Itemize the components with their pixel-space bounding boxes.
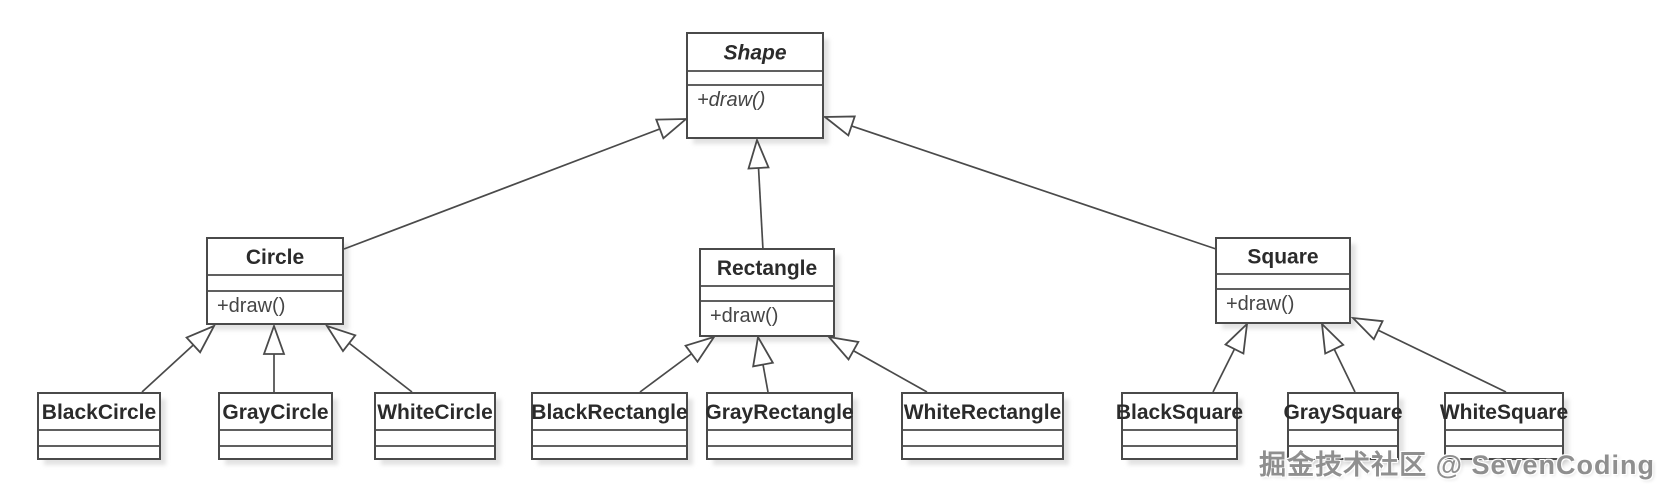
class-box [206,237,344,325]
class-box [374,392,496,460]
class-WhiteRectangle: WhiteRectangle [901,392,1064,460]
class-title: WhiteCircle [377,401,493,424]
class-title: WhiteRectangle [904,401,1062,424]
class-method: +draw() [1226,293,1294,315]
class-WhiteCircle: WhiteCircle [374,392,496,460]
class-title: GrayRectangle [705,401,853,424]
class-BlackRectangle: BlackRectangle [531,392,688,460]
class-title: BlackSquare [1116,401,1243,424]
class-title: WhiteSquare [1440,401,1568,424]
class-method: +draw() [710,305,778,327]
class-Shape: Shape +draw() [686,32,824,139]
class-BlackSquare: BlackSquare [1116,392,1243,460]
edge-Rectangle-to-Shape [747,137,770,251]
class-box [1215,237,1351,324]
class-Rectangle: Rectangle +draw() [699,248,835,337]
class-WhiteSquare: WhiteSquare [1440,392,1568,460]
class-box [1287,392,1399,460]
class-boxes: Shape +draw() Circle +draw() Rectangle +draw(… [37,32,1568,460]
edge-BlackSquare-to-Square [1212,321,1249,393]
class-box [699,248,835,337]
class-box [1444,392,1564,460]
class-BlackCircle: BlackCircle [37,392,161,460]
class-title: BlackCircle [42,401,156,424]
class-box [706,392,853,460]
class-Circle: Circle +draw() [206,237,344,325]
class-Square: Square +draw() [1215,237,1351,324]
edge-BlackCircle-to-Circle [141,324,216,393]
edge-GraySquare-to-Square [1320,321,1356,393]
watermark: 掘金技术社区 @ SevenCoding [1259,450,1655,480]
class-box [37,392,161,460]
class-GrayRectangle: GrayRectangle [705,392,854,460]
class-title: GraySquare [1283,401,1402,424]
class-title: Square [1247,246,1318,269]
inheritance-edges [141,115,1507,393]
class-box [1121,392,1238,460]
edge-WhiteSquare-to-Square [1350,316,1507,393]
class-GraySquare: GraySquare [1283,392,1403,460]
class-title: BlackRectangle [531,401,687,424]
edge-WhiteRectangle-to-Rectangle [826,335,928,393]
edge-Square-to-Shape [822,115,1217,250]
class-title: Rectangle [717,257,817,280]
class-box [531,392,688,460]
class-method: +draw() [217,295,285,317]
class-method: +draw() [697,89,765,111]
class-title: Shape [723,42,786,65]
edge-WhiteCircle-to-Circle [324,324,413,393]
class-title: Circle [246,246,304,269]
edge-Circle-to-Shape [343,118,689,250]
class-GrayCircle: GrayCircle [218,392,333,460]
class-box [218,392,333,460]
edge-BlackRectangle-to-Rectangle [639,335,717,393]
edge-GrayRectangle-to-Rectangle [752,334,775,393]
class-box [901,392,1064,460]
class-title: GrayCircle [222,401,328,424]
